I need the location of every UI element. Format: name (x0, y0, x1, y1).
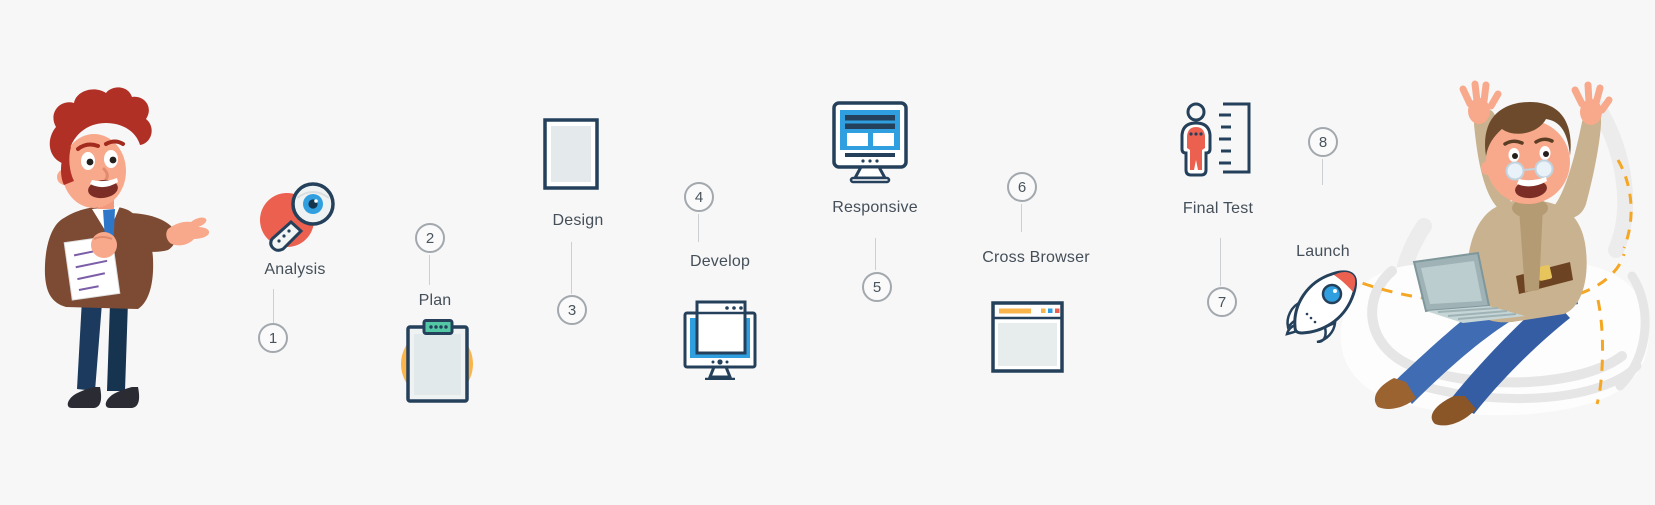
step-develop: 4 Develop (680, 182, 760, 382)
step-responsive: Responsive 5 (830, 98, 920, 303)
connector-line (875, 238, 876, 270)
step-label: Design (552, 212, 604, 229)
step-number-badge: 4 (684, 182, 714, 212)
step-number-badge: 8 (1308, 127, 1338, 157)
step-label: Cross Browser (982, 249, 1090, 266)
clipboard-plan-icon (400, 319, 475, 403)
rocket-launch-icon (1285, 268, 1360, 343)
connector-line (1021, 204, 1022, 232)
step-final-test: Final Test 7 (1168, 100, 1268, 320)
connector-line (429, 255, 430, 285)
step-number-badge: 7 (1207, 287, 1237, 317)
step-label: Develop (689, 253, 751, 270)
celebrating-man-drawing (1340, 80, 1650, 426)
step-number: 4 (694, 188, 704, 206)
presenter-man-illustration (22, 83, 212, 418)
step-number: 7 (1217, 293, 1227, 311)
step-launch: 8 Launch (1280, 127, 1366, 347)
step-plan: 2 Plan (395, 223, 475, 405)
step-label: Final Test (1182, 200, 1254, 217)
connector-line (1322, 159, 1323, 185)
person-measure-test-icon (1171, 100, 1253, 178)
step-label: Analysis (264, 261, 326, 278)
step-number: 1 (268, 329, 278, 347)
connector-line (273, 289, 274, 323)
step-number-badge: 3 (557, 295, 587, 325)
step-label: Launch (1296, 243, 1350, 260)
step-number: 3 (567, 301, 577, 319)
monitor-layout-icon (831, 98, 909, 184)
step-number-badge: 1 (258, 323, 288, 353)
celebrating-man-on-beanbag-illustration (1302, 58, 1655, 470)
step-analysis: Analysis 1 (240, 175, 350, 355)
browser-window-icon (991, 301, 1064, 373)
step-number-badge: 2 (415, 223, 445, 253)
tablet-design-icon (543, 118, 599, 190)
connector-line (1220, 238, 1221, 286)
step-number: 5 (872, 278, 882, 296)
step-number: 6 (1017, 178, 1027, 196)
step-number: 8 (1318, 133, 1328, 151)
step-cross-browser: 6 Cross Browser (975, 172, 1097, 377)
connector-line (571, 242, 572, 294)
connector-line (698, 214, 699, 242)
step-number: 2 (425, 229, 435, 247)
step-number-badge: 6 (1007, 172, 1037, 202)
step-label: Responsive (832, 199, 918, 216)
presenter-man-drawing (44, 87, 210, 408)
monitor-code-window-icon (683, 300, 757, 380)
magnifier-eye-analysis-icon (255, 178, 340, 256)
step-number-badge: 5 (862, 272, 892, 302)
step-label: Plan (418, 292, 452, 309)
step-design: Design 3 (535, 116, 621, 326)
